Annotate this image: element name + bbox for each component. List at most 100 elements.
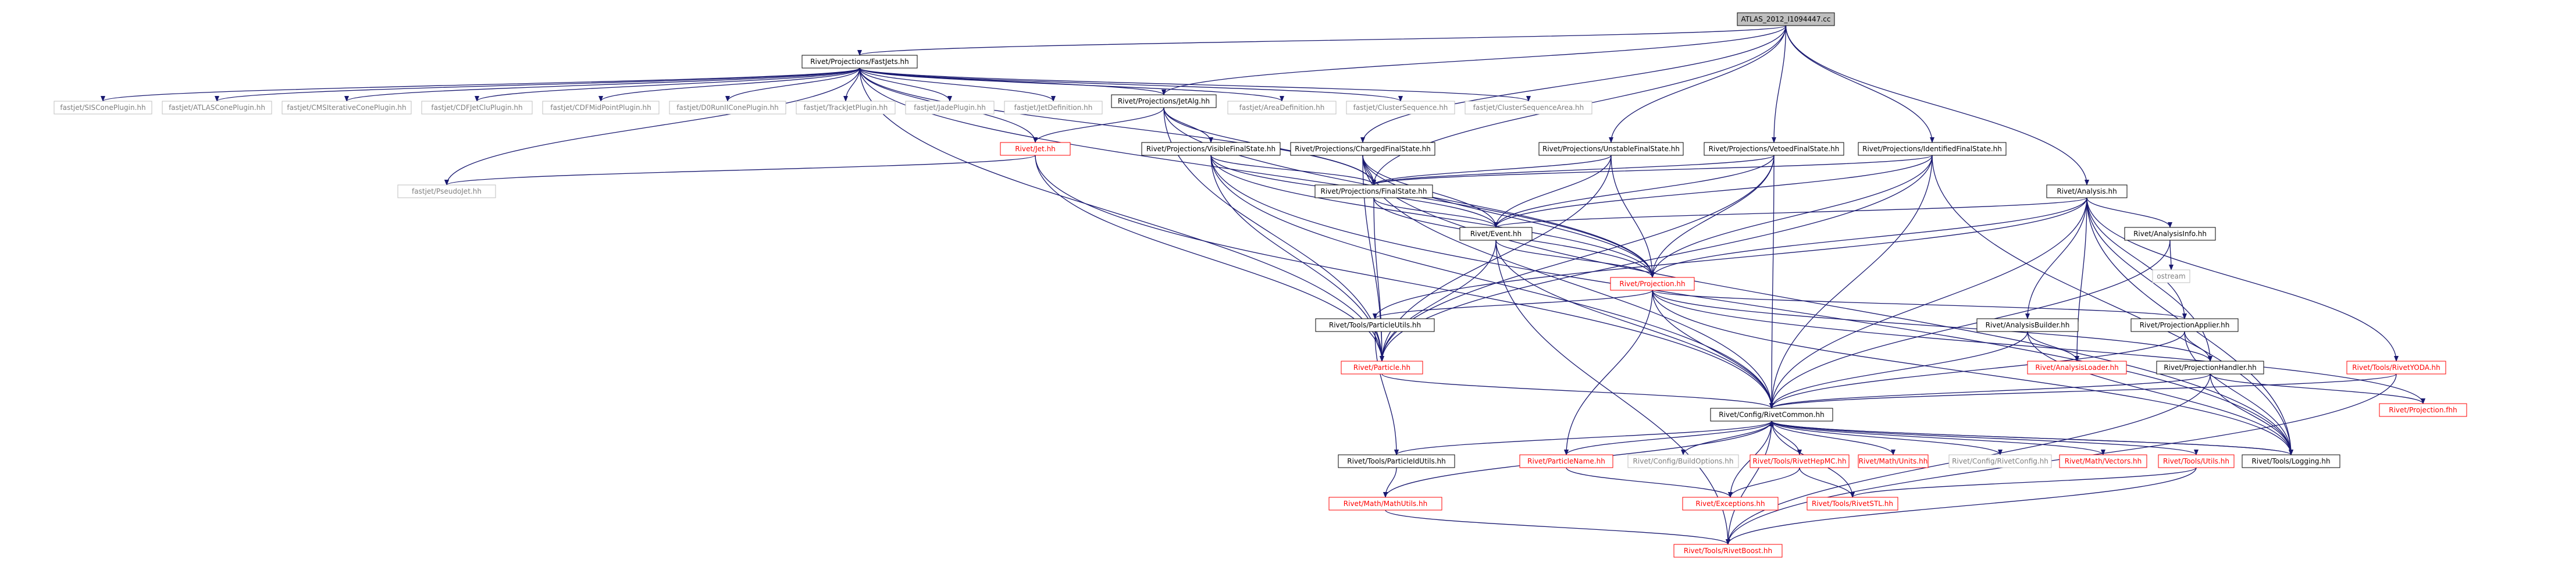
edge-finalstate-to-event <box>1373 197 1498 228</box>
node-projection[interactable]: Rivet/Projection.hh <box>1610 277 1695 291</box>
edge-root-to-fastjets <box>857 25 1787 56</box>
node-particleidutils[interactable]: Rivet/Tools/ParticleIdUtils.hh <box>1338 454 1455 468</box>
node-label: Rivet/Math/Vectors.hh <box>2065 457 2142 465</box>
node-label: Rivet/Projection.hh <box>1619 280 1685 288</box>
node-rivetcommon[interactable]: Rivet/Config/RivetCommon.hh <box>1710 408 1833 422</box>
node-label: fastjet/TrackJetPlugin.hh <box>804 104 888 112</box>
edge-utils-to-rivetboost <box>1726 467 2197 545</box>
node-box <box>2379 403 2467 417</box>
node-particle[interactable]: Rivet/Particle.hh <box>1341 361 1423 375</box>
node-areadef: fastjet/AreaDefinition.hh <box>1227 101 1337 115</box>
node-vectors[interactable]: Rivet/Math/Vectors.hh <box>2059 454 2147 468</box>
edge-vetoedfs-to-event <box>1494 155 1775 228</box>
node-analysisinfo[interactable]: Rivet/AnalysisInfo.hh <box>2124 227 2216 241</box>
node-box <box>1737 12 1835 26</box>
node-box <box>1459 227 1533 241</box>
node-projhandler[interactable]: Rivet/ProjectionHandler.hh <box>2156 361 2264 375</box>
edge-vetoedfs-to-rivetcommon <box>1769 155 1775 409</box>
node-particlename[interactable]: Rivet/ParticleName.hh <box>1519 454 1613 468</box>
node-label: ostream <box>2157 272 2185 280</box>
node-root[interactable]: ATLAS_2012_I1094447.cc <box>1737 12 1835 26</box>
edge-rivetcommon-to-units <box>1771 421 1896 455</box>
node-box <box>796 101 896 115</box>
node-particleutils[interactable]: Rivet/Tools/ParticleUtils.hh <box>1315 318 1435 332</box>
edge-projjetalg-to-jet <box>1033 107 1164 143</box>
edge-visiblefs-to-projection <box>1210 155 1655 278</box>
edge-particleidutils-to-mathutils <box>1383 467 1397 498</box>
node-jade: fastjet/JadePlugin.hh <box>905 101 995 115</box>
node-box <box>162 101 272 115</box>
node-rivetstl[interactable]: Rivet/Tools/RivetSTL.hh <box>1807 497 1898 511</box>
node-finalstate[interactable]: Rivet/Projections/FinalState.hh <box>1314 184 1433 198</box>
node-box <box>1519 454 1613 468</box>
node-box <box>2152 269 2190 283</box>
node-box <box>905 101 995 115</box>
edge-particlename-to-exceptions <box>1566 467 1733 498</box>
edge-rivetcommon-to-rivetboost <box>1726 421 1772 545</box>
node-rivetyoda[interactable]: Rivet/Tools/RivetYODA.hh <box>2346 361 2446 375</box>
edge-fastjets-to-clusterseqarea <box>859 67 1531 102</box>
node-exceptions[interactable]: Rivet/Exceptions.hh <box>1682 497 1779 511</box>
node-box <box>1710 408 1833 422</box>
node-label: fastjet/AreaDefinition.hh <box>1239 104 1325 112</box>
edge-projection-to-particleutils <box>1373 290 1653 319</box>
edge-identifiedfs-to-rivetcommon <box>1769 155 1933 409</box>
node-utils[interactable]: Rivet/Tools/Utils.hh <box>2158 454 2235 468</box>
node-box <box>2130 318 2239 332</box>
edge-fastjets-to-cmsiter <box>344 67 860 102</box>
edge-analysis-to-projhandler <box>2086 197 2212 362</box>
node-label: Rivet/Config/BuildOptions.hh <box>1633 457 1734 465</box>
node-rivethepmc[interactable]: Rivet/Tools/RivetHepMC.hh <box>1750 454 1850 468</box>
edge-fastjets-to-pseudojet <box>444 67 860 186</box>
node-box <box>2046 184 2128 198</box>
edge-finalstate-to-particle <box>1373 197 1384 362</box>
node-analysis[interactable]: Rivet/Analysis.hh <box>2046 184 2128 198</box>
node-unstablefs[interactable]: Rivet/Projections/UnstableFinalState.hh <box>1538 142 1684 156</box>
node-event[interactable]: Rivet/Event.hh <box>1459 227 1533 241</box>
node-fastjets[interactable]: Rivet/Projections/FastJets.hh <box>801 55 918 69</box>
edge-rivetyoda-to-rivetcommon <box>1769 373 2397 409</box>
node-identifiedfs[interactable]: Rivet/Projections/IdentifiedFinalState.h… <box>1858 142 2007 156</box>
node-visiblefs[interactable]: Rivet/Projections/VisibleFinalState.hh <box>1141 142 1281 156</box>
edge-unstablefs-to-finalstate <box>1371 155 1612 186</box>
node-box <box>1673 544 1783 558</box>
node-projectionfhh[interactable]: Rivet/Projection.fhh <box>2379 403 2467 417</box>
node-units[interactable]: Rivet/Math/Units.hh <box>1858 454 1929 468</box>
edge-jet-to-pseudojet <box>444 155 1036 186</box>
node-analysisbuilder[interactable]: Rivet/AnalysisBuilder.hh <box>1976 318 2079 332</box>
edge-event-to-particle <box>1380 240 1497 362</box>
edge-rivetcommon-to-vectors <box>1771 421 2105 455</box>
node-label: fastjet/ATLASConePlugin.hh <box>169 104 265 112</box>
node-mathutils[interactable]: Rivet/Math/MathUtils.hh <box>1328 497 1442 511</box>
node-label: fastjet/PseudoJet.hh <box>412 187 482 195</box>
node-logging[interactable]: Rivet/Tools/Logging.hh <box>2242 454 2340 468</box>
node-atlascone: fastjet/ATLASConePlugin.hh <box>162 101 272 115</box>
edge-analysis-to-event <box>1494 197 2087 228</box>
edge-fastjets-to-siscone <box>101 67 860 102</box>
node-trackjet: fastjet/TrackJetPlugin.hh <box>796 101 896 115</box>
node-vetoedfs[interactable]: Rivet/Projections/VetoedFinalState.hh <box>1704 142 1844 156</box>
edge-logging-to-rivetcommon <box>1769 421 2292 455</box>
node-box <box>2346 361 2446 375</box>
edge-fastjets-to-cdfmidpoint <box>598 67 860 102</box>
node-label: Rivet/Math/Units.hh <box>1859 457 1928 465</box>
node-jet[interactable]: Rivet/Jet.hh <box>1000 142 1071 156</box>
node-chargedfs[interactable]: Rivet/Projections/ChargedFinalState.hh <box>1290 142 1435 156</box>
node-analysisloader[interactable]: Rivet/AnalysisLoader.hh <box>2027 361 2127 375</box>
node-label: fastjet/SISConePlugin.hh <box>60 104 145 112</box>
edge-projhandler-to-logging <box>2210 373 2293 455</box>
node-label: Rivet/Projections/VisibleFinalState.hh <box>1146 145 1275 153</box>
node-projjetalg[interactable]: Rivet/Projections/JetAlg.hh <box>1111 94 1217 108</box>
edge-visiblefs-to-finalstate <box>1210 155 1376 186</box>
node-box <box>1750 454 1850 468</box>
edge-analysisbuilder-to-rivetcommon <box>1769 331 2028 409</box>
node-box <box>1111 94 1217 108</box>
edge-utils-to-rivetstl <box>1850 467 2197 498</box>
node-rivetboost[interactable]: Rivet/Tools/RivetBoost.hh <box>1673 544 1783 558</box>
node-label: Rivet/Projections/VetoedFinalState.hh <box>1709 145 1840 153</box>
node-box <box>1227 101 1337 115</box>
edge-analysisbuilder-to-analysisloader <box>2027 331 2079 362</box>
node-box <box>282 101 412 115</box>
edge-analysis-to-rivetcommon <box>1769 197 2087 409</box>
node-projapplier[interactable]: Rivet/ProjectionApplier.hh <box>2130 318 2239 332</box>
